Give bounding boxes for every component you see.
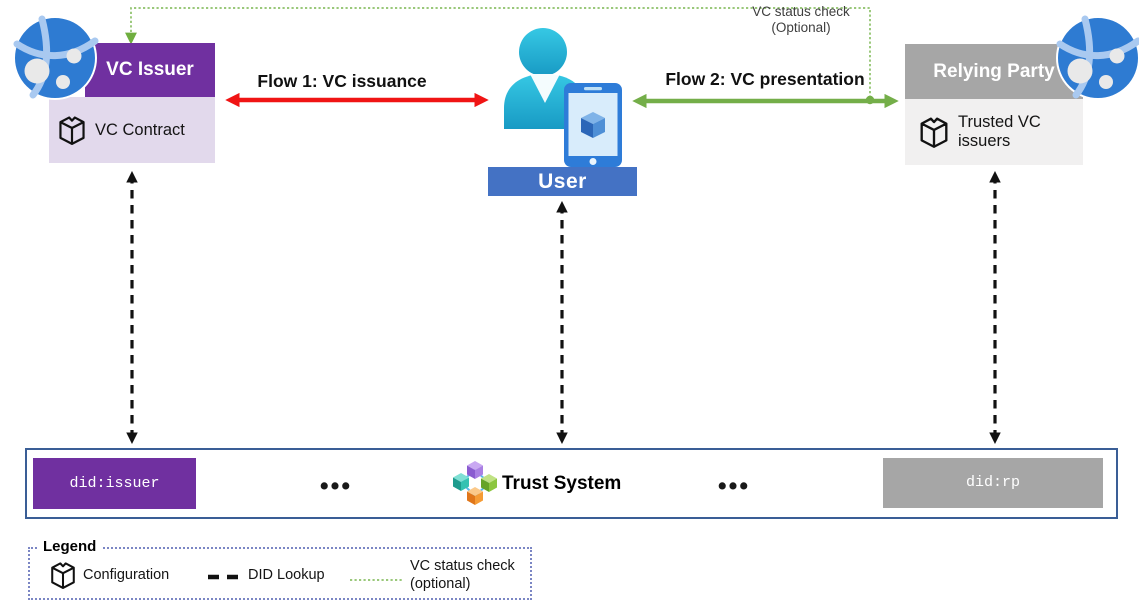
trust-cube-orange xyxy=(467,487,483,505)
status-check-label-line1: VC status check xyxy=(752,4,850,19)
user-person-icon xyxy=(504,28,622,167)
did-lookup-dash-sample xyxy=(208,574,241,580)
configuration-cube-icon xyxy=(51,562,75,589)
phone-cube-icon xyxy=(581,112,605,138)
flow2-label: Flow 2: VC presentation xyxy=(665,69,865,89)
ellipsis-right: ••• xyxy=(717,472,751,500)
status-check-dotted-sample xyxy=(350,579,404,581)
legend-status-check-label: VC status check (optional) xyxy=(410,558,515,593)
relying-party-header: Relying Party xyxy=(905,44,1083,99)
vc-contract-label: VC Contract xyxy=(95,120,185,139)
vc-issuer-header: VC Issuer xyxy=(85,43,215,97)
trusted-vc-issuers-box: Trusted VC issuers xyxy=(905,99,1083,165)
did-issuer-box: did:issuer xyxy=(33,458,196,509)
status-check-label-line2: (Optional) xyxy=(771,20,831,36)
vc-contract-box: VC Contract xyxy=(49,97,215,163)
user-phone-icon xyxy=(564,83,622,167)
trust-cube-green xyxy=(481,474,497,492)
legend-configuration-label: Configuration xyxy=(83,567,170,583)
status-check-line xyxy=(125,7,871,97)
legend-title: Legend xyxy=(38,538,102,555)
relying-party-title: Relying Party xyxy=(933,60,1055,82)
ellipsis-left: ••• xyxy=(319,472,353,500)
did-rp-box: did:rp xyxy=(883,458,1103,508)
user-title: User xyxy=(538,169,587,193)
trust-system-label: Trust System xyxy=(502,473,622,494)
trust-cube-teal xyxy=(453,473,469,491)
vc-issuer-title: VC Issuer xyxy=(106,59,194,80)
flow1-label: Flow 1: VC issuance xyxy=(257,71,427,91)
legend-box: Legend Configuration DID Lookup VC statu… xyxy=(28,538,532,600)
configuration-cube-icon xyxy=(59,116,85,145)
trust-system-icon xyxy=(453,461,497,505)
trust-cube-purple xyxy=(467,461,483,479)
user-box: User xyxy=(488,167,637,196)
legend-did-lookup-label: DID Lookup xyxy=(248,567,325,583)
relying-party-globe-icon xyxy=(1056,15,1139,100)
trusted-vc-issuers-label: Trusted VC issuers xyxy=(958,113,1041,150)
issuer-globe-icon xyxy=(13,15,99,100)
status-check-label: VC status check (Optional) xyxy=(723,4,879,36)
configuration-cube-icon xyxy=(920,117,948,148)
